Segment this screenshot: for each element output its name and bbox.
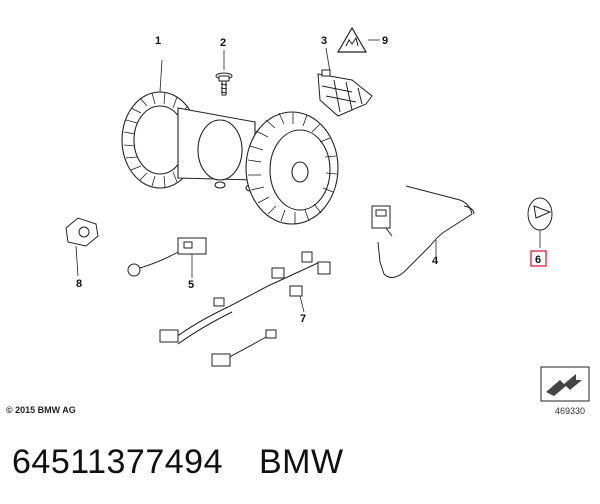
callout-8: 8 [76, 278, 82, 290]
callout-3: 3 [321, 35, 327, 47]
callout-4: 4 [432, 255, 439, 267]
callout-9: 9 [382, 35, 388, 47]
callout-7: 7 [300, 313, 306, 325]
part-caption: 64511377494 BMW [12, 443, 370, 482]
clip-icon [527, 197, 553, 248]
next-page-arrow-icon[interactable] [540, 366, 590, 402]
sensor-icon [65, 217, 99, 277]
resistor-icon [317, 47, 373, 117]
callout-6-highlight-box [530, 250, 547, 267]
callout-1: 1 [155, 35, 161, 47]
blower-motor-icon [121, 59, 339, 225]
wiring-harness-icon [159, 251, 331, 367]
cable-harness-icon [371, 185, 475, 278]
part-number: 64511377494 [12, 443, 223, 481]
diagram-reference-number: 469330 [555, 406, 586, 416]
callout-6: 6 [535, 254, 541, 266]
callout-5: 5 [188, 279, 194, 291]
warning-triangle-icon [336, 26, 380, 53]
brand-name: BMW [258, 443, 344, 481]
exploded-parts-diagram: 1 2 3 9 4 6 8 5 7 [65, 26, 553, 367]
cable-sensor-icon [127, 237, 207, 278]
copyright-text: © 2015 BMW AG [6, 405, 76, 415]
screw-icon [215, 50, 233, 96]
callout-2: 2 [220, 37, 226, 49]
